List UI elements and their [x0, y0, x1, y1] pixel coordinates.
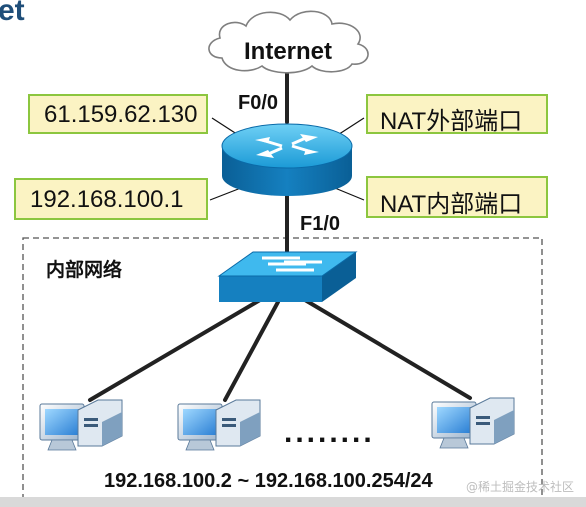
- outside-ip-callout: 61.159.62.130: [28, 94, 208, 134]
- outside-port-text: NAT外部端口: [380, 108, 523, 135]
- router-icon: [221, 123, 353, 196]
- link-switch-pc3: [303, 298, 472, 400]
- inside-ip-callout: 192.168.100.1: [14, 178, 208, 220]
- links: [88, 60, 472, 402]
- port-label-inside: F1/0: [300, 213, 341, 235]
- bottom-bar: [0, 497, 586, 507]
- inside-ip-text: 192.168.100.1: [30, 186, 184, 213]
- more-hosts-ellipsis: ........: [284, 416, 375, 449]
- ip-range-label: 192.168.100.2 ~ 192.168.100.254/24: [104, 470, 433, 492]
- inside-port-callout: NAT内部端口: [366, 176, 548, 218]
- inside-port-text: NAT内部端口: [380, 191, 523, 218]
- port-label-outside: F0/0: [238, 92, 279, 114]
- link-switch-pc2: [223, 300, 280, 402]
- pc-icon: [177, 399, 261, 451]
- cloud-icon: [208, 10, 369, 74]
- switch-icon: [217, 251, 358, 302]
- pc-icon: [39, 399, 123, 451]
- watermark: @稀土掘金技术社区: [466, 480, 575, 494]
- page-title-fragment: et: [0, 0, 25, 27]
- outside-port-callout: NAT外部端口: [366, 94, 548, 135]
- lan-label: 内部网络: [46, 260, 123, 281]
- link-switch-pc1: [88, 298, 262, 402]
- outside-ip-text: 61.159.62.130: [44, 101, 198, 128]
- pc-icon: [431, 397, 515, 449]
- internet-label: Internet: [244, 38, 333, 65]
